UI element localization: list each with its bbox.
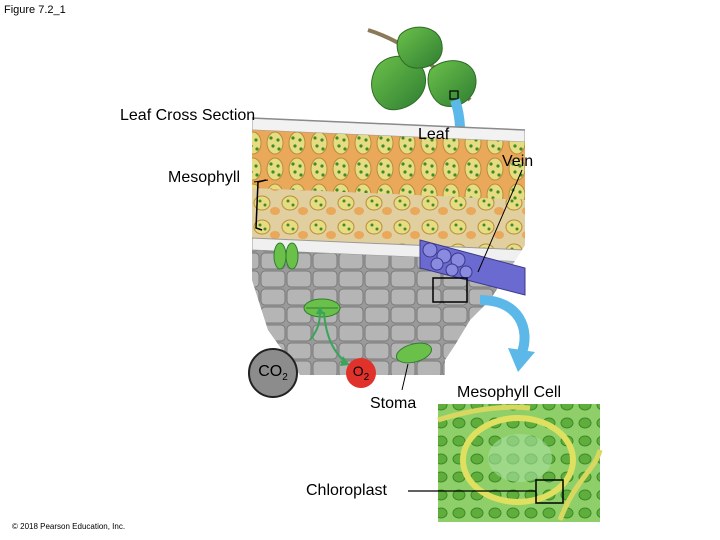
o2-circle: O2 [346,358,376,388]
stoma-2 [395,342,433,364]
co2-circle: CO2 [248,348,298,398]
detail-box-section [432,277,468,303]
stoma [303,298,341,318]
stoma-leader [401,363,409,391]
zoom-arrow-cell [479,295,530,354]
vein-leader [477,169,523,273]
label-leaf-cross-section: Leaf Cross Section [120,107,256,124]
label-chloroplast: Chloroplast [306,482,387,499]
label-mesophyll-cell: Mesophyll Cell [457,384,562,401]
leaf-cross-section [252,118,525,375]
label-mesophyll: Mesophyll [168,169,241,186]
co2-label: CO2 [258,362,288,384]
mesophyll-cell-photo [437,404,603,522]
figure-label: Figure 7.2_1 [4,4,66,16]
copyright: © 2018 Pearson Education, Inc. [12,522,126,531]
arrow-head-cell [508,348,535,372]
label-leaf: Leaf [418,126,450,143]
o2-label: O2 [352,363,370,383]
label-stoma: Stoma [370,395,417,412]
guard-cells-upper [273,242,299,270]
label-vein: Vein [502,153,534,170]
vein [419,239,526,296]
co2-arrow [309,311,321,341]
